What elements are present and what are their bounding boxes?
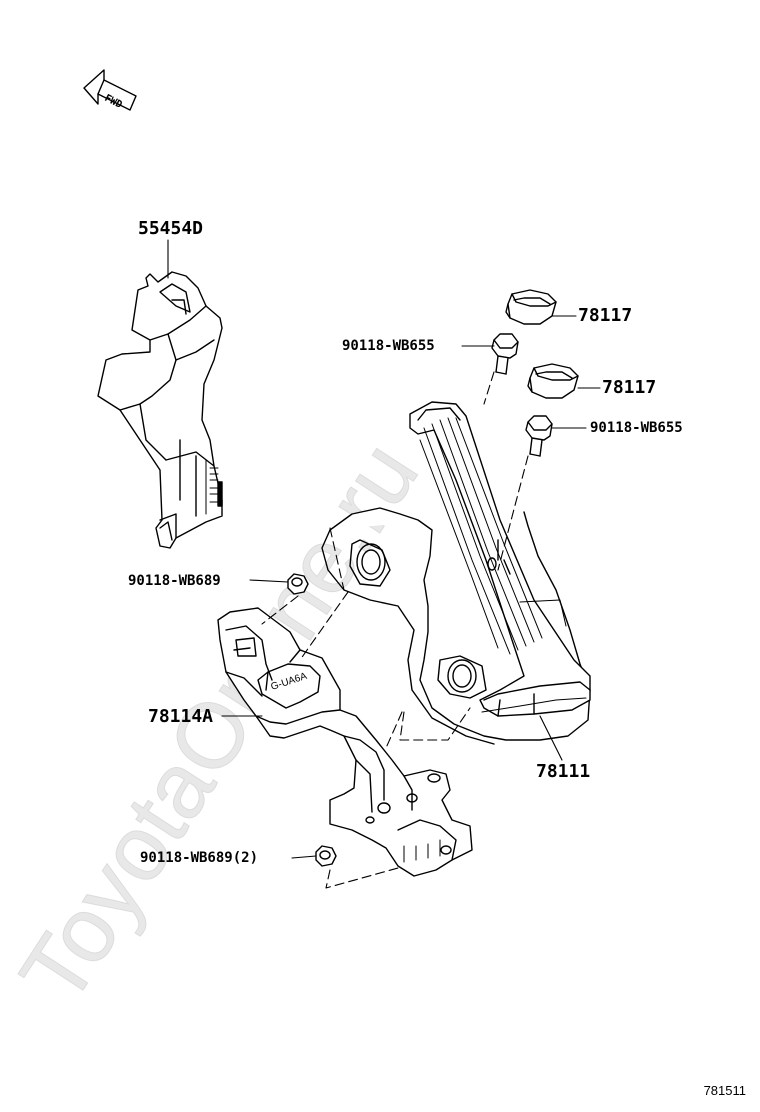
grommet-78117-lower xyxy=(527,363,579,399)
callout-78117-upper: 78117 xyxy=(578,305,633,326)
bracket-78114A: G-UA6A xyxy=(217,607,473,877)
bracket-55454D xyxy=(97,271,223,549)
callout-90118-wb655-lower: 90118-WB655 xyxy=(590,420,683,436)
bolt-90118-wb655-lower xyxy=(525,415,553,457)
nut-90118-wb689 xyxy=(287,573,309,595)
reference-code: 781511 xyxy=(703,1083,746,1098)
callout-78114A: 78114A xyxy=(148,706,214,727)
callout-78117-lower: 78117 xyxy=(602,377,657,398)
leader-lines xyxy=(167,239,601,859)
callout-90118-wb689-2: 90118-WB689(2) xyxy=(140,850,259,866)
accelerator-pedal-78111 xyxy=(321,401,591,745)
nut-90118-wb689-2 xyxy=(315,845,337,867)
callout-90118-wb689: 90118-WB689 xyxy=(128,573,221,589)
bolt-90118-wb655-upper xyxy=(491,333,519,375)
callout-90118-wb655-upper: 90118-WB655 xyxy=(342,338,435,354)
assembly-dashed-lines xyxy=(261,371,529,889)
callout-78111: 78111 xyxy=(536,761,591,782)
fwd-arrow-icon: FWD xyxy=(83,69,137,111)
grommet-78117-upper xyxy=(505,289,557,325)
callout-55454D: 55454D xyxy=(138,218,204,239)
